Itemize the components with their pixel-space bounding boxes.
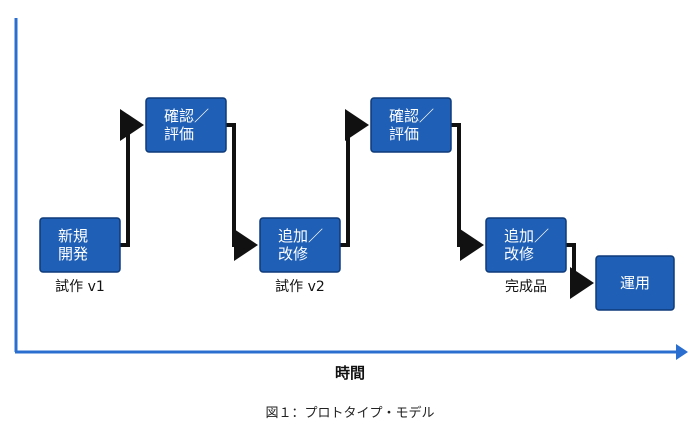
node-label-line: 評価 [164, 125, 194, 143]
node-label-line: 改修 [504, 245, 534, 263]
edge-n3-n4 [340, 109, 369, 247]
edge-n2-n3 [226, 123, 258, 261]
node-caption: 試作 v2 [275, 279, 325, 295]
node-box [485, 217, 567, 273]
x-axis-label: 時間 [335, 364, 365, 382]
node-box [595, 255, 675, 311]
node-caption: 完成品 [505, 279, 547, 295]
node-label-line: 追加／ [504, 227, 549, 245]
node-n6: 運用 [595, 255, 675, 311]
node-box [145, 97, 227, 153]
node-label-line: 追加／ [278, 227, 323, 245]
node-label-line: 新規 [58, 227, 88, 245]
node-label-line: 確認／ [389, 107, 434, 125]
node-box [39, 217, 121, 273]
node-label-line: 運用 [620, 274, 650, 292]
node-n4: 確認／評価 [370, 97, 452, 153]
edges-group [120, 109, 594, 299]
node-label-line: 確認／ [164, 107, 209, 125]
node-label-line: 改修 [278, 245, 308, 263]
edge-n5-n6 [566, 243, 594, 299]
node-label-line: 開発 [58, 245, 88, 263]
node-box [370, 97, 452, 153]
node-n2: 確認／評価 [145, 97, 227, 153]
node-box [259, 217, 341, 273]
edge-n1-n2 [120, 109, 144, 247]
node-caption: 試作 v1 [55, 279, 105, 295]
nodes-group: 新規開発試作 v1確認／評価追加／改修試作 v2確認／評価追加／改修完成品運用 [39, 97, 675, 311]
edge-n4-n5 [451, 123, 484, 261]
node-label-line: 評価 [389, 125, 419, 143]
figure-caption: 図１：プロトタイプ・モデル [265, 405, 434, 421]
x-axis-arrowhead [676, 344, 688, 360]
